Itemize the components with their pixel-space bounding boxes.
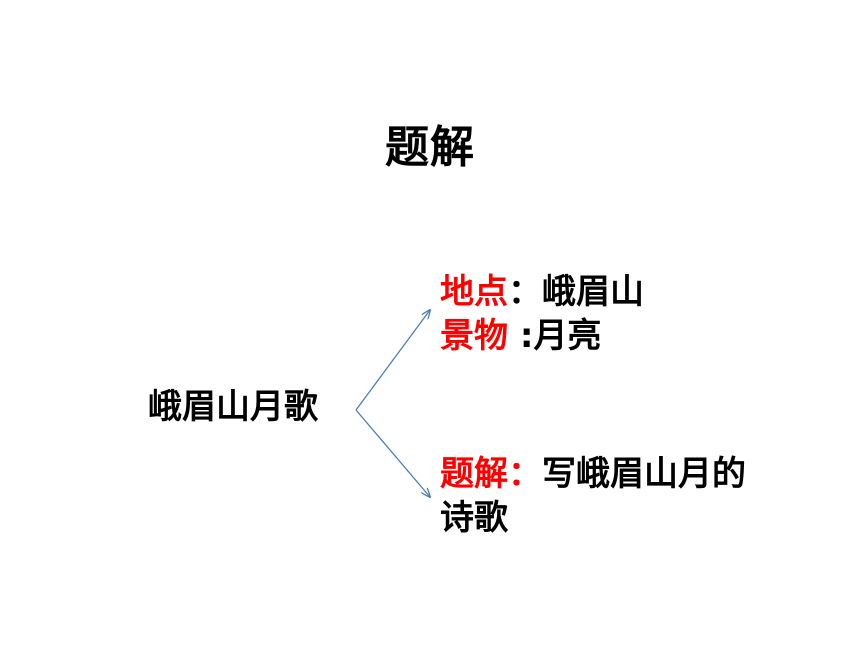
item-separator: ： [508, 454, 542, 494]
item-key: 题解 [440, 454, 508, 494]
item-key: 景物 [440, 316, 508, 356]
item-value: 月亮 [533, 316, 602, 356]
branch-item-location: 地点：峨眉山 [440, 270, 840, 314]
branch-item-title-explanation: 题解：写峨眉山月的诗歌 [440, 452, 760, 540]
item-value: 峨眉山 [542, 272, 644, 312]
branch-bottom: 题解：写峨眉山月的诗歌 [440, 452, 760, 540]
arrow-to-top-branch [355, 310, 430, 411]
arrow-to-bottom-branch [355, 409, 430, 497]
item-key: 地点 [440, 272, 508, 312]
branch-item-scenery: 景物 :月亮 [440, 314, 840, 358]
slide-title: 题解 [385, 122, 475, 173]
root-node: 峨眉山月歌 [148, 387, 318, 427]
item-separator: ： [508, 272, 542, 312]
branch-top: 地点：峨眉山 景物 :月亮 [440, 270, 840, 358]
item-separator: : [508, 316, 534, 356]
item-value: 写峨眉山月的诗歌 [440, 454, 746, 538]
